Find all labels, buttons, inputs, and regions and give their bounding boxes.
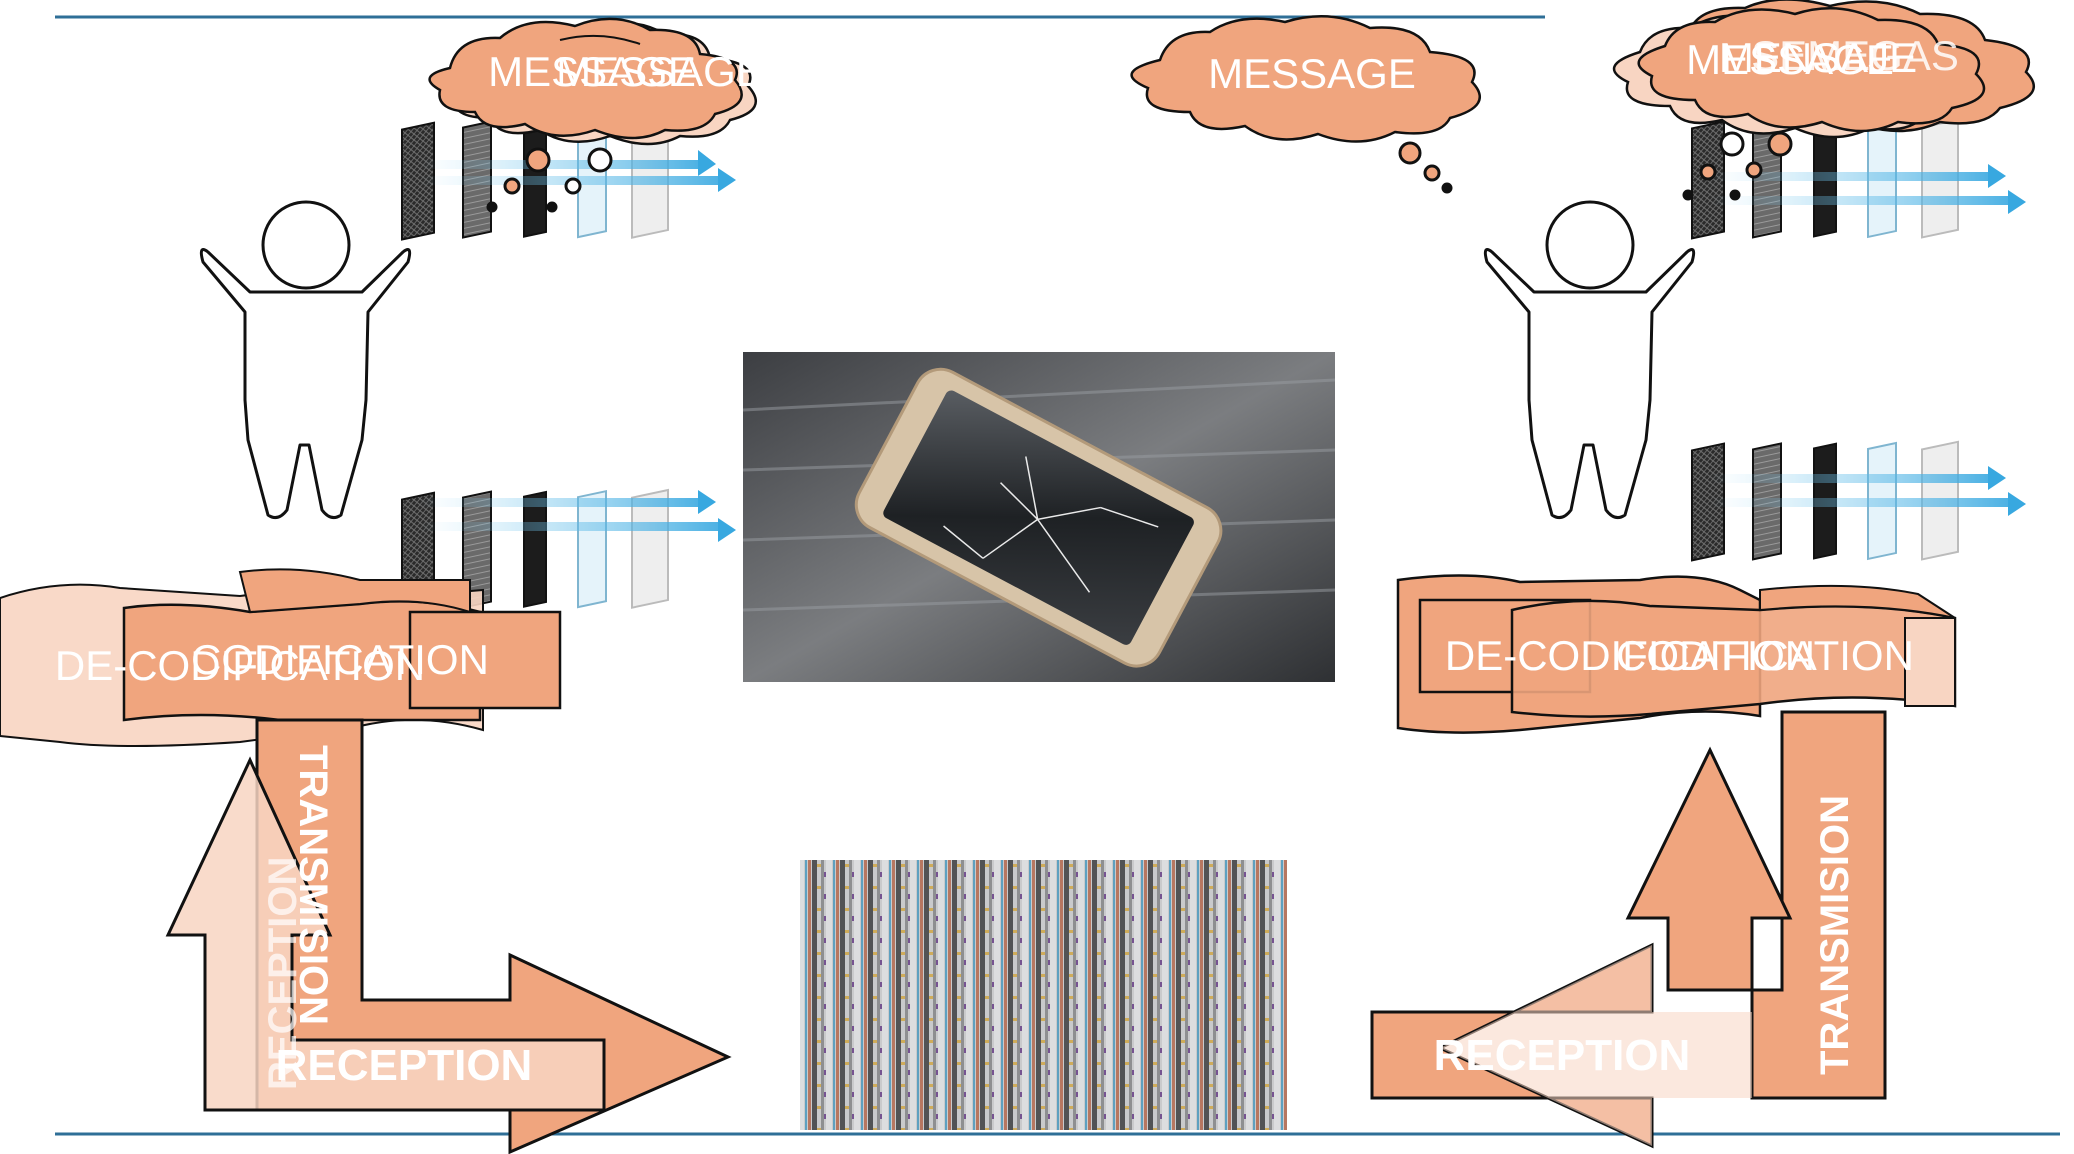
- right-reception-arrow: [1370, 942, 1752, 1149]
- left-cloud-front: [428, 17, 743, 140]
- static-noise-image: [800, 860, 1287, 1130]
- right-codification-label: CODIFICATION: [1616, 632, 1914, 679]
- right-cloud-front: [1637, 6, 1986, 133]
- left-bubble-label-a: MESSAGE: [488, 48, 696, 95]
- right-person-icon: [1483, 200, 1696, 520]
- right-transmision-label: TRANSMISION: [1813, 795, 1857, 1075]
- right-codification-banner: [1510, 584, 1957, 718]
- left-reception-label: RECEPTION: [276, 1041, 533, 1090]
- right-thought-dots: [1682, 131, 1793, 201]
- right-bubble-label-a: MESSAGE: [1686, 36, 1894, 83]
- center-bubble-label: MESSAGE: [1208, 50, 1416, 97]
- left-bubble-label-b: MESSAGE: [556, 48, 764, 95]
- left-codification-label: CODIFICATION: [191, 636, 489, 683]
- left-reception-vertical-label: RECEPTION: [261, 857, 305, 1090]
- left-filter-layers-icon-bottom: [401, 488, 736, 611]
- left-reception-arrow: [165, 756, 606, 1112]
- center-thought-dots: [1398, 141, 1453, 194]
- left-decodification-label: DE-CODIFICATION: [55, 642, 425, 689]
- right-decodification-label: DE-CODIFICATION: [1445, 632, 1815, 679]
- right-filter-layers-icon-bottom: [1691, 440, 2026, 562]
- broken-phone-image: [742, 352, 1336, 682]
- left-transmision-label: TRANSMISION: [291, 745, 335, 1025]
- center-message-cloud: [1130, 14, 1482, 143]
- left-thought-dots: [486, 147, 613, 213]
- right-bubble-label-b: MENSAJE: [1719, 34, 1917, 81]
- left-person-icon: [199, 200, 412, 520]
- right-reception-up-arrow: [1625, 746, 1793, 992]
- right-reception-label: RECEPTION: [1434, 1031, 1691, 1080]
- right-bubble-label-c: SEMEGAS: [1751, 32, 1959, 79]
- right-filter-layers-icon-top: [1691, 118, 2026, 240]
- left-codification-banner: [122, 568, 562, 722]
